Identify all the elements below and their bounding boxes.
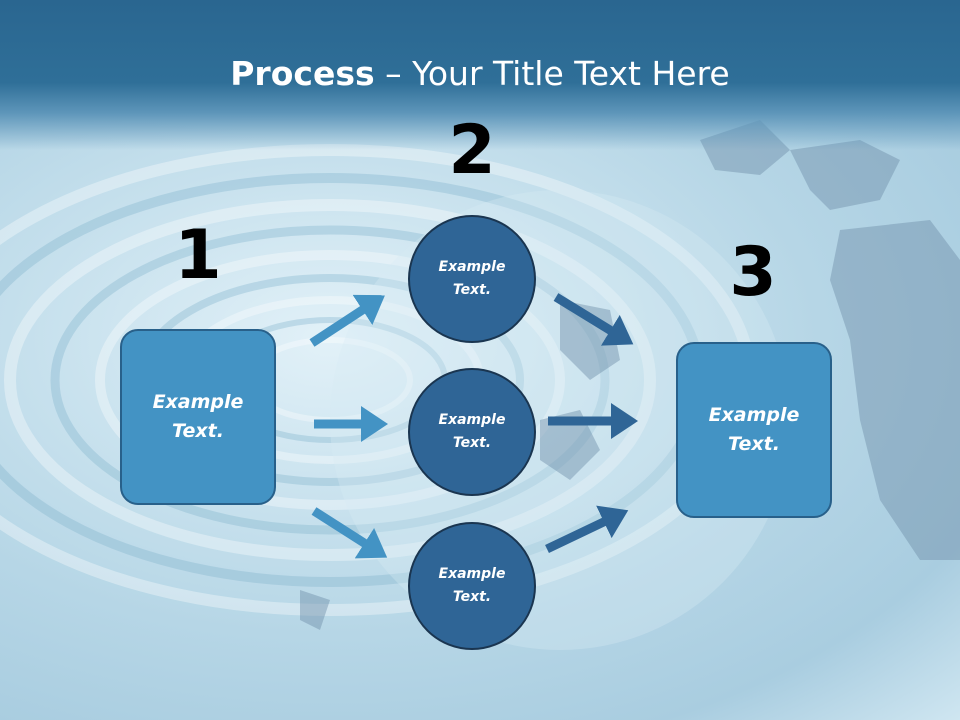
title-bold: Process (230, 54, 375, 93)
arrow-bottom-to-right (545, 505, 629, 554)
arrow-top-to-right (553, 293, 634, 346)
step-number-1: 1 (174, 216, 222, 295)
arrow-left-to-bottom (311, 507, 388, 559)
title-band (0, 0, 960, 150)
process-circle-top: Example Text. (408, 215, 536, 343)
title-rest: – Your Title Text Here (374, 54, 730, 93)
step-number-2: 2 (448, 111, 496, 190)
step-number-3: 3 (729, 233, 777, 312)
slide-title: Process – Your Title Text Here (0, 52, 960, 96)
process-circle-middle: Example Text. (408, 368, 536, 496)
process-box-right: Example Text. (676, 342, 832, 518)
arrow-left-to-top (309, 294, 386, 347)
process-box-left: Example Text. (120, 329, 276, 505)
process-circle-bottom: Example Text. (408, 522, 536, 650)
